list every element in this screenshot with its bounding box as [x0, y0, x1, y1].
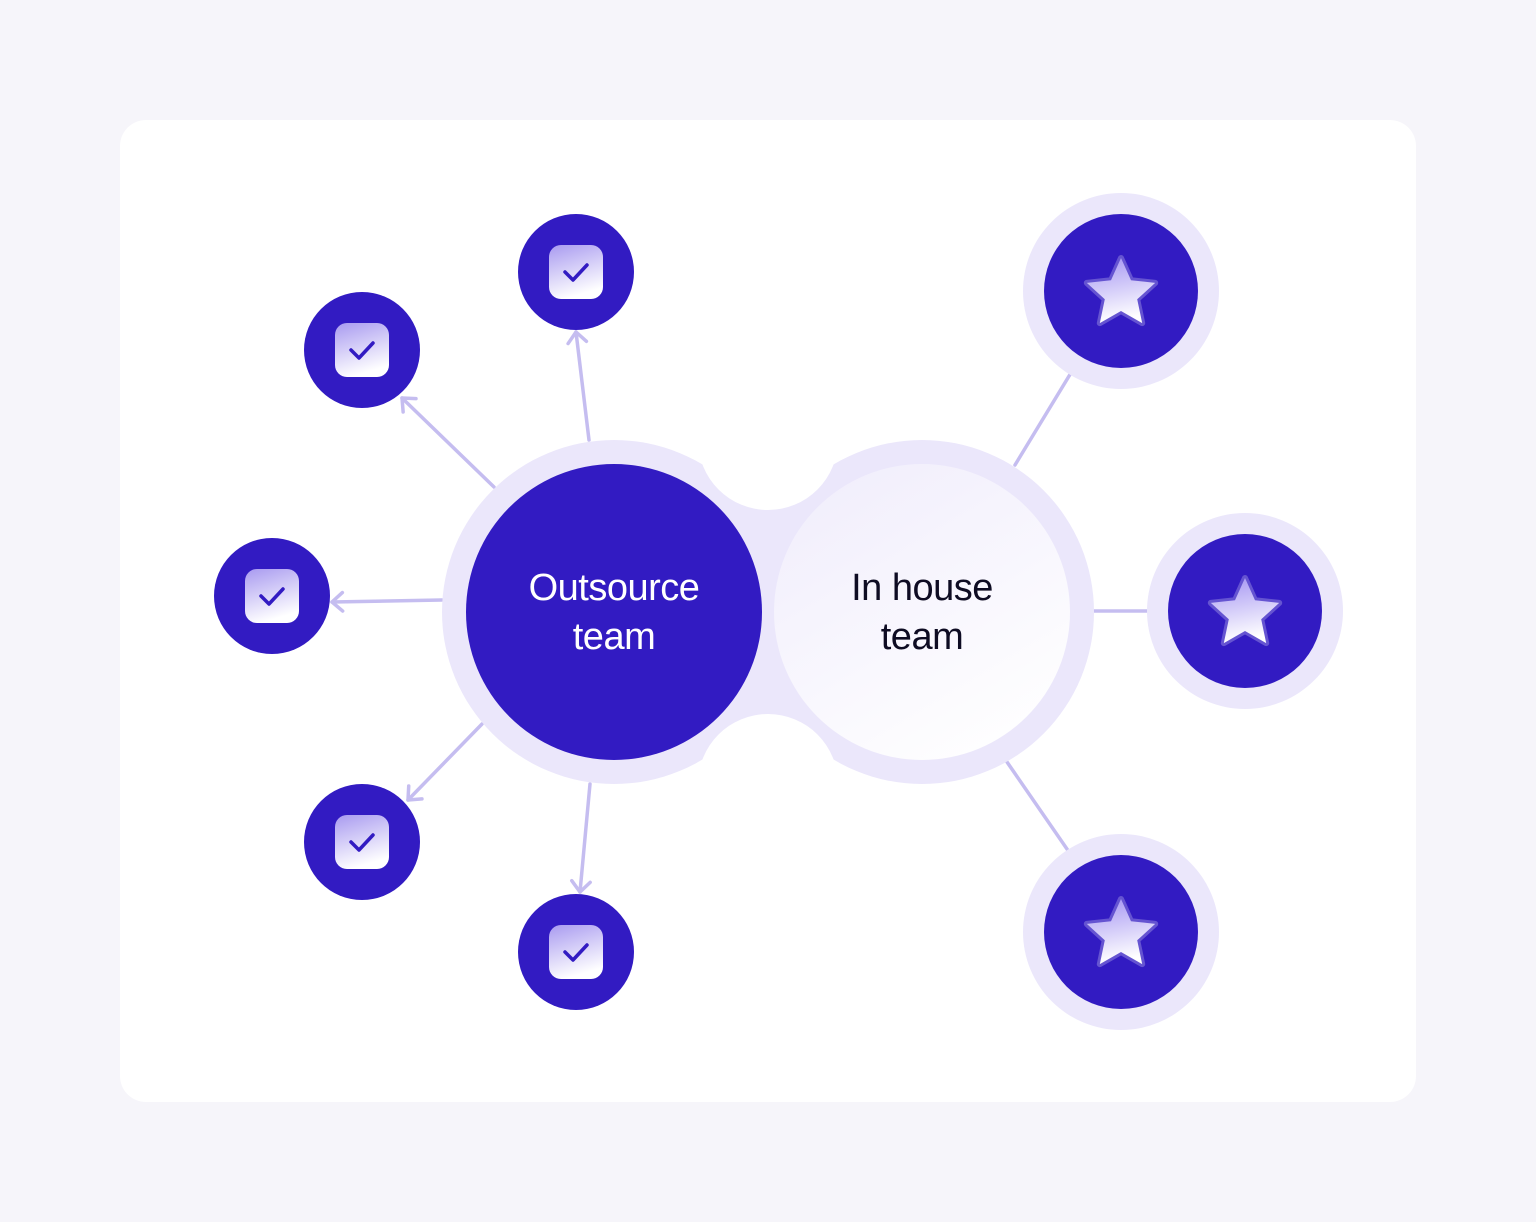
outsource-team-hub — [466, 464, 762, 760]
connector-arrows — [330, 330, 1165, 894]
arrow-to-task-top — [566, 330, 591, 442]
check-icon — [335, 323, 389, 377]
arrow-to-task-upper-left — [400, 396, 496, 489]
task-node-task-lower-left — [304, 784, 420, 900]
outsource-team-label-line2: team — [572, 616, 656, 658]
task-node-task-upper-left — [304, 292, 420, 408]
arrow-to-task-bottom — [570, 782, 592, 894]
star-icon — [1083, 896, 1159, 968]
check-icon — [549, 245, 603, 299]
outsource-team-label: Outsource team — [464, 564, 764, 662]
check-icon — [245, 569, 299, 623]
inhouse-team-label: In house team — [772, 564, 1072, 662]
check-icon — [335, 815, 389, 869]
task-node-task-left — [214, 538, 330, 654]
arrow-to-task-lower-left — [406, 722, 484, 802]
team-hubs — [442, 370, 1094, 854]
outcome-nodes — [214, 193, 1343, 1030]
inhouse-team-hub — [774, 464, 1070, 760]
star-icon — [1083, 255, 1159, 327]
task-node-task-bottom — [518, 894, 634, 1010]
check-icon — [549, 925, 603, 979]
inhouse-team-label-line2: team — [880, 616, 964, 658]
star-node-star-top — [1023, 193, 1219, 389]
star-icon — [1207, 575, 1283, 647]
star-node-star-right — [1147, 513, 1343, 709]
arrow-to-task-left — [330, 590, 444, 613]
inhouse-team-label-line1: In house — [851, 567, 993, 609]
star-node-star-bottom — [1023, 834, 1219, 1030]
outsource-team-label-line1: Outsource — [528, 567, 700, 609]
task-node-task-top — [518, 214, 634, 330]
